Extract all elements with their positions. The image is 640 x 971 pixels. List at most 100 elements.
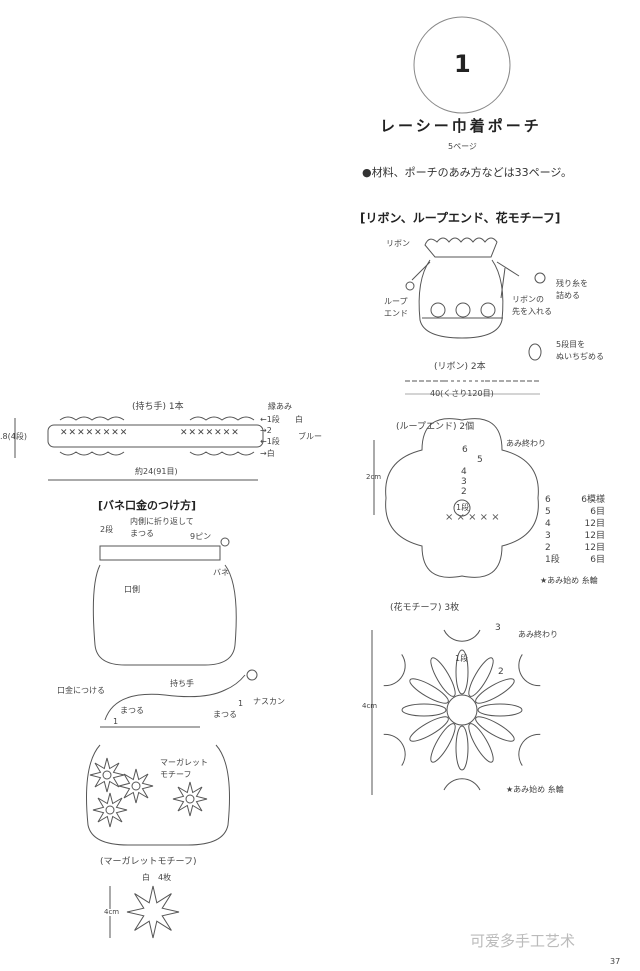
label-one-right: 1 xyxy=(238,699,244,708)
petal xyxy=(455,725,469,771)
label-ribbon: リボン xyxy=(386,239,410,248)
petal xyxy=(475,678,515,704)
round-label: 2 xyxy=(498,667,504,677)
ribbon-length: 40(くさり120目) xyxy=(430,389,494,398)
loop-end-chart: × × × × × xyxy=(373,418,539,578)
fan-scallop xyxy=(383,654,406,687)
handle-height: .8(4段) xyxy=(0,432,27,441)
label-pin: 9ピン xyxy=(190,532,212,541)
handle-stitch-marks: ✕✕✕✕✕✕✕ xyxy=(180,428,240,438)
watermark: 可爱多手工艺术 xyxy=(470,932,576,950)
label-rows: 2段 xyxy=(100,525,114,534)
handle-strip-drawing xyxy=(14,416,264,481)
flower-motif-chart xyxy=(371,629,541,795)
round-label: 5 xyxy=(477,455,483,465)
label-clasp: ナスカン xyxy=(253,697,285,706)
fan-scallop xyxy=(518,654,541,687)
flower-motif-size: 4cm xyxy=(362,702,378,710)
handle-row-label: ←1段 xyxy=(260,415,280,424)
label-margaret-1: マーガレット xyxy=(160,758,208,767)
frame-pouch-drawing xyxy=(92,537,237,666)
flower-center xyxy=(131,781,141,791)
flower-motif-end-label: あみ終わり xyxy=(518,630,558,639)
section-heading-drawstring: [リボン、ループエンド、花モチーフ] xyxy=(360,211,561,225)
label-sew-left: まつる xyxy=(120,706,144,715)
flower-center xyxy=(102,770,112,780)
label-sew-right: まつる xyxy=(213,710,237,719)
petal xyxy=(475,716,515,742)
margaret-flower xyxy=(89,757,125,793)
petal xyxy=(477,703,523,717)
label-loop-end-1: ループ xyxy=(384,297,408,306)
petal xyxy=(455,649,469,695)
label-one-left: 1 xyxy=(113,717,119,726)
handle-length: 約24(91目) xyxy=(132,468,181,476)
round-label: 3 xyxy=(461,477,467,487)
label-gather-1: 5段目を xyxy=(556,340,586,349)
fan-scallop xyxy=(443,778,481,791)
section-heading-frame: [バネ口金のつけ方] xyxy=(98,499,197,512)
fan-scallop xyxy=(443,629,481,642)
loop-end-size: 2cm xyxy=(366,473,382,481)
photo-page-ref: 5ページ xyxy=(448,142,477,151)
pattern-title: レーシー巾着ポーチ xyxy=(380,117,542,135)
label-attach: 口金につける xyxy=(57,686,105,695)
round-label: 1段 xyxy=(455,654,469,663)
page-number: 37 xyxy=(610,957,621,966)
handle-color-white: 白 xyxy=(295,415,303,424)
petal xyxy=(430,723,456,763)
round-label: 1段 xyxy=(456,503,470,512)
fan-scallop xyxy=(383,733,406,766)
label-leftover-2: 詰める xyxy=(556,291,580,300)
label-mouth: 口側 xyxy=(124,585,140,594)
round-label: 3 xyxy=(495,623,501,633)
ribbon-title: (リボン) 2本 xyxy=(434,362,486,372)
margaret-color-count: 白 4枚 xyxy=(142,873,172,882)
loop-end-title: (ループエンド) 2個 xyxy=(396,422,475,432)
flower-motif-title: (花モチーフ) 3枚 xyxy=(390,603,460,613)
pattern-number: 1 xyxy=(454,50,471,78)
drawstring-pouch-drawing xyxy=(405,237,546,361)
flower-center xyxy=(185,794,195,804)
petal xyxy=(409,716,449,742)
round-label: 4 xyxy=(461,467,467,477)
handle-stitch-marks: ✕✕✕✕✕✕✕✕ xyxy=(60,428,129,438)
round-label: 2 xyxy=(461,487,467,497)
margaret-size: 4cm xyxy=(104,908,120,916)
petal xyxy=(409,678,449,704)
loop-end-start-label: ★あみ始め 糸輪 xyxy=(540,576,598,585)
pattern-number-circle xyxy=(413,16,511,114)
label-handle: 持ち手 xyxy=(170,679,194,688)
materials-note: ●材料、ポーチのあみ方などは33ページ。 xyxy=(362,166,573,179)
ribbon-chain-drawing xyxy=(405,380,540,395)
round-label: 6 xyxy=(462,445,468,455)
label-fold-1: 内側に折り返して xyxy=(130,517,194,526)
margaret-motif-drawing xyxy=(109,885,180,939)
handle-edge-label: 縁あみ xyxy=(268,402,292,411)
label-fold-2: まつる xyxy=(130,529,154,538)
margaret-flower xyxy=(172,781,208,817)
flower-center xyxy=(105,805,115,815)
loop-end-end-label: あみ終わり xyxy=(506,439,546,448)
handle-row-label: →白 xyxy=(260,449,275,458)
label-spring: バネ xyxy=(213,568,229,577)
fan-scallop xyxy=(518,733,541,766)
label-loop-end-2: エンド xyxy=(384,309,408,318)
petal xyxy=(468,657,494,697)
label-gather-2: ぬいちぢめる xyxy=(556,352,604,361)
bag-drawing xyxy=(86,669,258,846)
margaret-flower xyxy=(92,792,128,828)
svg-text:× × × × ×: × × × × × xyxy=(445,512,500,523)
handle-row-label: ←1段 xyxy=(260,437,280,446)
petal xyxy=(401,703,447,717)
handle-color-blue: ブルー xyxy=(298,432,322,441)
handle-row-label: →2 xyxy=(260,426,272,435)
petal xyxy=(430,657,456,697)
